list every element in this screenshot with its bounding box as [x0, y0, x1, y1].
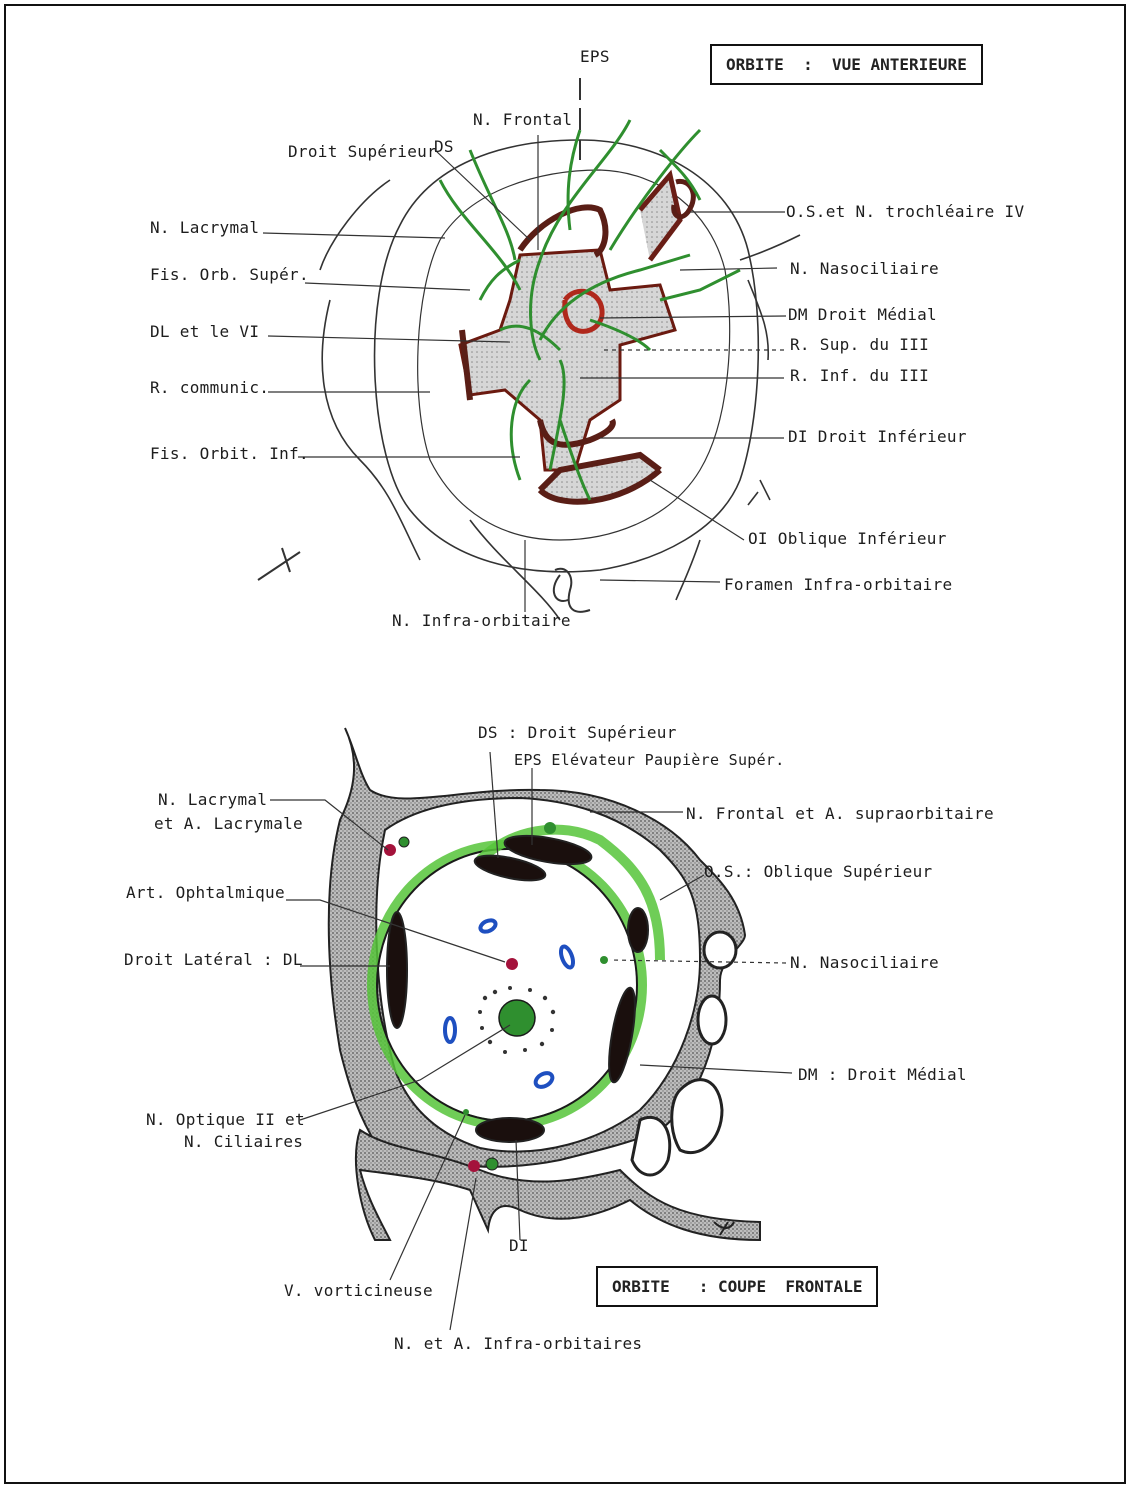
label-fis-orbit-inf: Fis. Orbit. Inf. — [150, 445, 309, 463]
label-dm-droit-medial-bottom: DM : Droit Médial — [798, 1066, 967, 1084]
label-dm-droit-medial-top: DM Droit Médial — [788, 306, 937, 324]
label-os-oblique-superieur: O.S.: Oblique Supérieur — [704, 863, 932, 881]
label-n-lacrymal-bottom-1: N. Lacrymal — [158, 791, 267, 809]
label-r-communic: R. communic. — [150, 379, 269, 397]
label-ds: DS — [434, 138, 454, 156]
label-n-optique-2: N. Ciliaires — [184, 1133, 303, 1151]
label-n-nasociliaire-top: N. Nasociliaire — [790, 260, 939, 278]
infraorbital-artery — [468, 1160, 480, 1172]
infraorbital-nerve — [486, 1158, 498, 1170]
label-oi-oblique-inferieur: OI Oblique Inférieur — [748, 530, 947, 548]
label-droit-superieur: Droit Supérieur — [288, 143, 437, 161]
vorticose-vein-dot — [463, 1109, 469, 1115]
label-r-sup-iii: R. Sup. du III — [790, 336, 929, 354]
lateral-rectus — [387, 912, 407, 1028]
optic-nerve — [499, 1000, 535, 1036]
ophthalmic-artery — [506, 958, 518, 970]
label-eps: EPS — [580, 48, 610, 66]
label-eps-elevateur: EPS Elévateur Paupière Supér. — [514, 751, 785, 769]
label-n-lacrymal: N. Lacrymal — [150, 219, 259, 237]
label-art-ophtalmique: Art. Ophtalmique — [126, 884, 285, 902]
label-n-optique-1: N. Optique II et — [146, 1111, 305, 1129]
superior-oblique-muscle — [640, 175, 680, 260]
superior-oblique — [628, 908, 648, 952]
nasociliary-nerve — [600, 956, 608, 964]
label-n-a-infra: N. et A. Infra-orbitaires — [394, 1335, 642, 1353]
lacrimal-artery — [384, 844, 396, 856]
frontal-nerve — [544, 822, 556, 834]
label-n-infra-orbitaire: N. Infra-orbitaire — [392, 612, 571, 630]
lacrimal-nerve — [399, 837, 409, 847]
label-di: DI — [509, 1237, 529, 1255]
label-dl-vi: DL et le VI — [150, 323, 259, 341]
label-droit-lateral: Droit Latéral : DL — [124, 951, 303, 969]
label-foramen-infra: Foramen Infra-orbitaire — [724, 576, 952, 594]
inferior-rectus — [476, 1118, 544, 1142]
title-coupe-frontale: ORBITE : COUPE FRONTALE — [596, 1266, 878, 1307]
label-n-frontal-supra: N. Frontal et A. supraorbitaire — [686, 805, 994, 823]
label-n-nasociliaire-bottom: N. Nasociliaire — [790, 954, 939, 972]
label-v-vorticineuse: V. vorticineuse — [284, 1282, 433, 1300]
label-n-frontal: N. Frontal — [473, 111, 572, 129]
label-r-inf-iii: R. Inf. du III — [790, 367, 929, 385]
title-vue-anterieure: ORBITE : VUE ANTERIEURE — [710, 44, 983, 85]
label-n-lacrymal-bottom-2: et A. Lacrymale — [154, 815, 303, 833]
label-fis-orb-super: Fis. Orb. Supér. — [150, 266, 309, 284]
label-ds-droit-superieur: DS : Droit Supérieur — [478, 724, 677, 742]
label-di-droit-inferieur: DI Droit Inférieur — [788, 428, 967, 446]
label-os-trochleaire: O.S.et N. trochléaire IV — [786, 203, 1024, 221]
